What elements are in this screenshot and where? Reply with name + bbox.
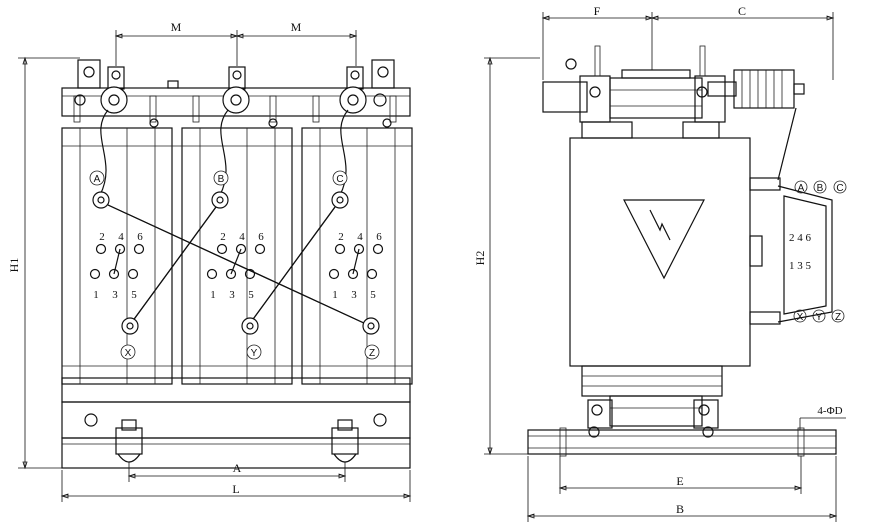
- side-phase-label-a: A: [798, 183, 805, 194]
- side-tap-top: 2 4 6: [789, 232, 812, 244]
- tap-label: 3: [351, 289, 357, 301]
- dim-m: M M: [114, 20, 358, 66]
- side-tap-bottom: 1 3 5: [789, 260, 812, 272]
- dim-label-a: A: [233, 461, 242, 475]
- side-lead: [777, 107, 797, 181]
- tap-label: 3: [229, 289, 235, 301]
- dim-b: B: [526, 456, 838, 522]
- dim-a: A: [127, 461, 347, 482]
- side-phase-label-y: Y: [816, 312, 823, 323]
- phase-label-x: X: [125, 348, 132, 359]
- tap-label: 5: [131, 289, 137, 301]
- dim-label-hole: 4-ΦD: [817, 405, 842, 417]
- dim-e: E: [558, 456, 803, 494]
- dim-label-m-right: M: [291, 20, 302, 34]
- side-phase-labels-top: A B C: [794, 180, 847, 194]
- bottom-yoke: [61, 377, 411, 403]
- tap-number-labels: 2 4 6 1 3 5 2 4 6 1 3 5 2 4 6 1 3 5: [93, 231, 382, 301]
- tap-label: 6: [137, 231, 143, 243]
- side-phase-label-c: C: [836, 183, 843, 194]
- side-phase-label-z: Z: [835, 312, 841, 323]
- side-view: A B C X Y Z 2 4 6 1 3 5: [473, 4, 847, 522]
- side-coil-body: [569, 137, 751, 367]
- dim-label-m-left: M: [171, 20, 182, 34]
- dim-h1: H1: [7, 56, 80, 470]
- tap-label: 4: [357, 231, 363, 243]
- coil-a: [61, 127, 173, 385]
- connection-bars: [107, 204, 367, 325]
- phase-label-b: B: [218, 174, 225, 185]
- phase-labels-top: A B C: [89, 170, 348, 186]
- dim-label-h1: H1: [7, 258, 21, 273]
- tap-label: 3: [112, 289, 118, 301]
- dim-label-b: B: [676, 502, 684, 516]
- top-bushings: [100, 86, 367, 114]
- side-phase-labels-bottom: X Y Z: [793, 309, 845, 323]
- dim-f-c: F C: [541, 4, 835, 80]
- phase-terminals-top: [92, 191, 349, 209]
- dim-l: L: [60, 470, 412, 502]
- tap-label: 2: [220, 231, 226, 243]
- tap-label: 1: [93, 289, 99, 301]
- wheel-right: [331, 419, 359, 463]
- coil-c: [301, 127, 413, 385]
- dim-label-l: L: [232, 482, 239, 496]
- tap-label: 1: [332, 289, 338, 301]
- tap-label: 2: [99, 231, 105, 243]
- side-phase-label-x: X: [797, 312, 804, 323]
- tap-label: 4: [118, 231, 124, 243]
- dim-hole: 4-ΦD: [799, 405, 846, 430]
- tap-label: 1: [210, 289, 216, 301]
- front-view: A B C X Y Z 2 4 6 1 3 5 2 4 6 1 3 5: [7, 20, 413, 502]
- side-phase-label-b: B: [817, 183, 824, 194]
- high-voltage-warning-icon: [623, 199, 705, 280]
- tap-terminals: [89, 243, 384, 280]
- phase-label-y: Y: [251, 348, 258, 359]
- phase-label-a: A: [94, 174, 101, 185]
- dim-label-f: F: [594, 4, 601, 18]
- dim-label-c: C: [738, 4, 746, 18]
- base-rail: [61, 437, 411, 469]
- phase-terminals-bottom: [121, 317, 380, 335]
- side-base-channel: [527, 429, 837, 455]
- yoke-bolts: [73, 93, 397, 128]
- upper-core-block: [609, 77, 703, 119]
- dim-label-e: E: [676, 474, 683, 488]
- coil-b: [181, 127, 293, 385]
- top-terminal-brackets: [107, 66, 364, 90]
- dim-h2: H2: [473, 56, 540, 456]
- lifting-lug-right: [371, 59, 395, 89]
- tap-label: 6: [376, 231, 382, 243]
- lower-core-block: [581, 365, 723, 397]
- terminal-board: [749, 177, 833, 325]
- tap-label: 5: [370, 289, 376, 301]
- lifting-lug-left: [77, 59, 101, 89]
- tap-label: 5: [248, 289, 254, 301]
- upper-left-bracket: [542, 81, 588, 113]
- phase-label-c: C: [336, 174, 343, 185]
- tap-label: 2: [338, 231, 344, 243]
- phase-label-z: Z: [369, 348, 375, 359]
- dim-label-h2: H2: [473, 251, 487, 266]
- wheel-left: [115, 419, 143, 463]
- hv-bushing: [707, 69, 805, 109]
- tap-label: 6: [258, 231, 264, 243]
- coils: [61, 127, 413, 385]
- phase-labels-bottom: X Y Z: [120, 344, 380, 360]
- tap-label: 4: [239, 231, 245, 243]
